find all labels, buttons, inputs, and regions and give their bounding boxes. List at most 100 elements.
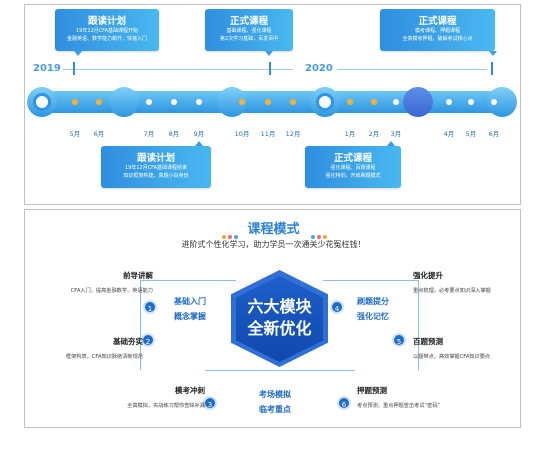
connector-line: [418, 280, 419, 370]
year-label-2020: 2020: [305, 63, 333, 74]
callout-line: 全真模考押题，破解考试核心点: [402, 36, 473, 42]
timeline-node: [403, 87, 433, 117]
heading-dots-right: [310, 224, 328, 243]
connector-line: [205, 370, 355, 371]
feature-label: 概念掌握: [174, 312, 206, 321]
timeline-start-marker: [33, 93, 51, 111]
course-mode-panel: 课程模式 进阶式个性化学习，助力学员一次通关少花冤枉钱！ 六大模块 全新优化 基…: [24, 209, 521, 428]
module-title: 强化提升: [413, 271, 443, 280]
module-desc: 全真模拟，实战练习帮你查缺补漏: [127, 403, 205, 409]
callout-line: 19年12月CFA基础课程开始: [75, 28, 139, 34]
callout-line: 第2次学习基础，百发百中: [219, 36, 279, 42]
module-5: 百题预测 以题带点，高效掌握CFA知识要点: [413, 336, 523, 360]
callout-title: 正式课程: [333, 153, 372, 164]
callout-formal-course-1: 正式课程 基础课程、强化课程 第2次学习基础，百发百中: [205, 9, 293, 51]
connector-line: [140, 280, 236, 281]
callout-follow-plan-start: 跟读计划 19年12月CFA基础课程开始 金融英语、数学能力飙升，快速入门: [55, 9, 159, 51]
module-number-badge: 2: [141, 333, 155, 347]
callout-pointer: [387, 141, 395, 146]
feature-label: 考场模拟: [259, 390, 291, 399]
month-dot: [96, 99, 102, 105]
callout-line: 金融英语、数学能力飙升，快速入门: [66, 36, 147, 42]
module-desc: 重点梳理，必考要点知识深入掌握: [413, 288, 491, 294]
feature-bottom: 考场模拟 临考重点: [245, 387, 305, 417]
month-dot: [491, 99, 497, 105]
month-dot: [446, 99, 452, 105]
year-divider: [63, 69, 293, 70]
callout-formal-course-2: 正式课程 强化课程、百题课程 强化特训，开启刷题模式: [305, 146, 401, 188]
connector-line: [140, 280, 141, 370]
timeline-midpoint-marker: [316, 93, 334, 111]
month-dot: [239, 99, 245, 105]
callout-pointer: [195, 141, 203, 146]
timeline-bar: [29, 91, 515, 113]
center-line: 六大模块: [247, 297, 312, 316]
month-label: 6月: [93, 130, 105, 138]
module-6: 押题预测 考点预测，重点押题查击考试“密码”: [357, 385, 487, 409]
callout-title: 跟读计划: [87, 16, 126, 27]
module-title: 基础夯实: [113, 337, 143, 346]
module-2: 基础夯实 框架构筑，CFA知识脉络清晰规范: [33, 336, 143, 360]
module-title: 百题预测: [413, 337, 443, 346]
module-number-badge: 4: [330, 300, 344, 314]
callout-line: 强化特训，开启刷题模式: [325, 173, 381, 179]
month-label: 4月: [443, 130, 455, 138]
year-marker: [269, 62, 271, 75]
callout-title: 正式课程: [229, 16, 268, 27]
module-3: 模考冲刺 全真模拟，实战练习帮你查缺补漏: [85, 385, 205, 409]
month-label: 3月: [390, 130, 402, 138]
module-1: 前导讲解 CFA入门，提高金融数学、英语能力: [33, 270, 153, 294]
callout-pointer: [489, 51, 497, 56]
feature-left: 基础入门 概念掌握: [160, 294, 220, 324]
timeline-node: [109, 87, 139, 117]
callout-title: 正式课程: [418, 16, 457, 27]
module-desc: CFA入门，提高金融数学、英语能力: [70, 288, 153, 294]
month-dot: [393, 99, 399, 105]
month-dot: [146, 99, 152, 105]
connector-line: [323, 280, 419, 281]
month-dot: [347, 99, 353, 105]
module-number-badge: 5: [392, 333, 406, 347]
month-label: 6月: [488, 130, 500, 138]
callout-title: 跟读计划: [136, 153, 175, 164]
month-label: 2月: [368, 130, 380, 138]
section-subtitle: 进阶式个性化学习，助力学员一次通关少花冤枉钱！: [181, 240, 366, 249]
month-dot: [468, 99, 474, 105]
feature-label: 基础入门: [174, 297, 206, 306]
heading-dots-left: [221, 224, 239, 243]
module-desc: 框架构筑，CFA知识脉络清晰规范: [65, 354, 143, 360]
month-label: 10月: [234, 130, 250, 138]
center-line: 全新优化: [247, 319, 312, 338]
callout-line: 基础课程、强化课程: [226, 28, 272, 34]
module-number-badge: 3: [203, 396, 217, 410]
timeline-panel: 跟读计划 19年12月CFA基础课程开始 金融英语、数学能力飙升，快速入门 正式…: [24, 4, 521, 205]
month-label: 11月: [260, 130, 276, 138]
module-number-badge: 6: [337, 396, 351, 410]
callout-formal-course-3: 正式课程 模考课程、押题课程 全真模考押题，破解考试核心点: [380, 9, 495, 51]
module-desc: 考点预测，重点押题查击考试“密码”: [357, 403, 441, 409]
callout-line: 模考课程、押题课程: [414, 28, 460, 34]
month-label: 8月: [168, 130, 180, 138]
center-hexagon-inner: [236, 276, 323, 362]
module-desc: 以题带点，高效掌握CFA知识要点: [413, 354, 491, 360]
year-divider: [337, 69, 487, 70]
month-label: 1月: [344, 130, 356, 138]
callout-line: 19年12月CFA基础课程结束: [124, 165, 188, 171]
callout-line: 强化课程、百题课程: [330, 165, 376, 171]
callout-follow-plan-end: 跟读计划 19年12月CFA基础课程结束 知识框架构建，真题小白身份: [101, 146, 211, 188]
month-label: 12月: [285, 130, 301, 138]
callout-pointer: [265, 51, 273, 56]
module-number-badge: 1: [143, 300, 157, 314]
section-heading: 课程模式: [247, 222, 300, 237]
month-dot: [72, 99, 78, 105]
feature-label: 刷题提分: [357, 297, 389, 306]
month-dot: [196, 99, 202, 105]
feature-right: 刷题提分 强化记忆: [343, 294, 403, 324]
module-title: 押题预测: [357, 386, 387, 395]
year-marker: [73, 62, 75, 75]
month-dot: [290, 99, 296, 105]
month-dot: [265, 99, 271, 105]
month-dot: [371, 99, 377, 105]
center-title: 六大模块 全新优化: [231, 296, 328, 340]
month-label: 9月: [193, 130, 205, 138]
